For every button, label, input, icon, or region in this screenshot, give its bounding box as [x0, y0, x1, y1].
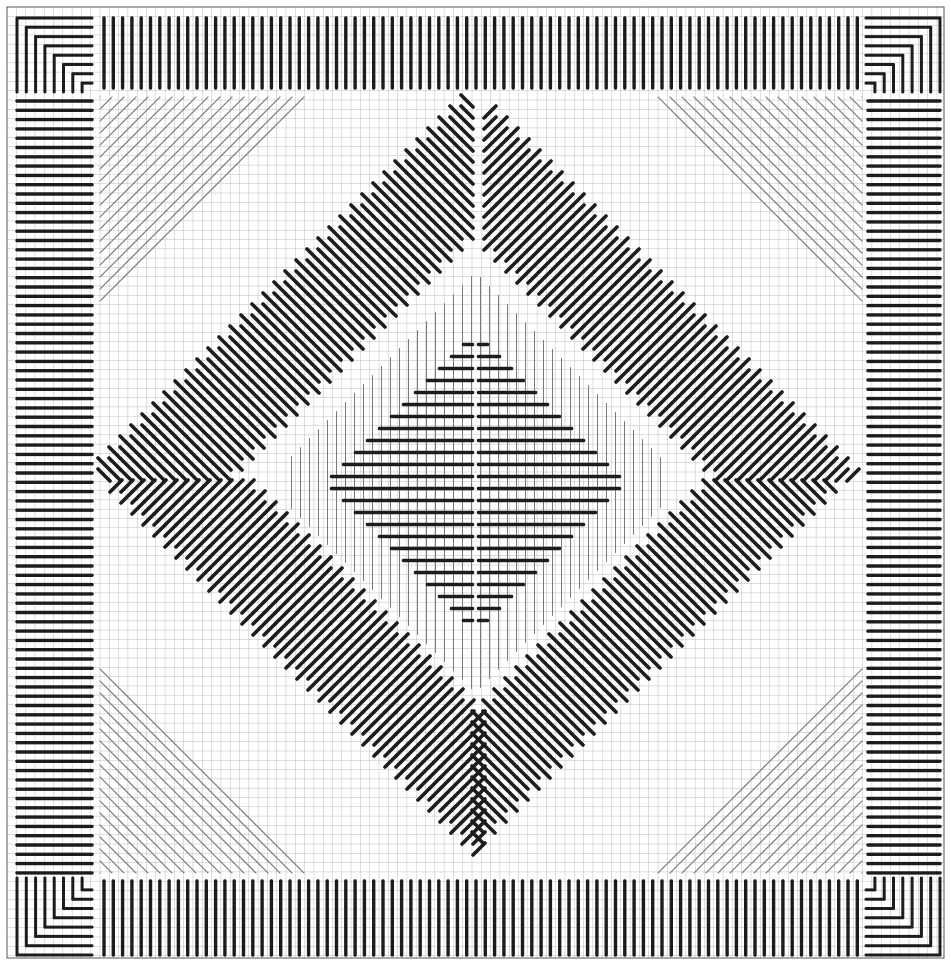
stitch-diagram [0, 0, 951, 965]
needlepoint-chart [0, 0, 951, 965]
